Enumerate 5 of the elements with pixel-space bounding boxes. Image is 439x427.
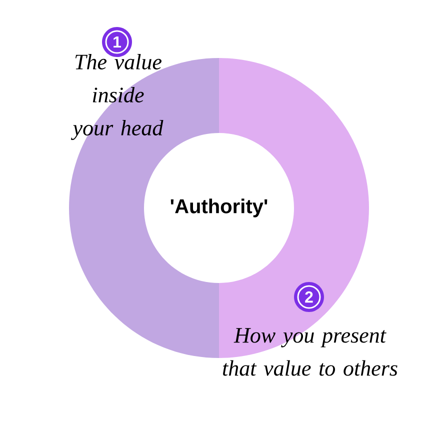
center-label: 'Authority'	[170, 198, 268, 218]
caption-text: How you present that value to others	[223, 328, 398, 376]
caption-text: The value inside your head	[70, 54, 164, 140]
number-badge: 2	[294, 282, 324, 312]
number-badge: 1	[102, 27, 132, 57]
